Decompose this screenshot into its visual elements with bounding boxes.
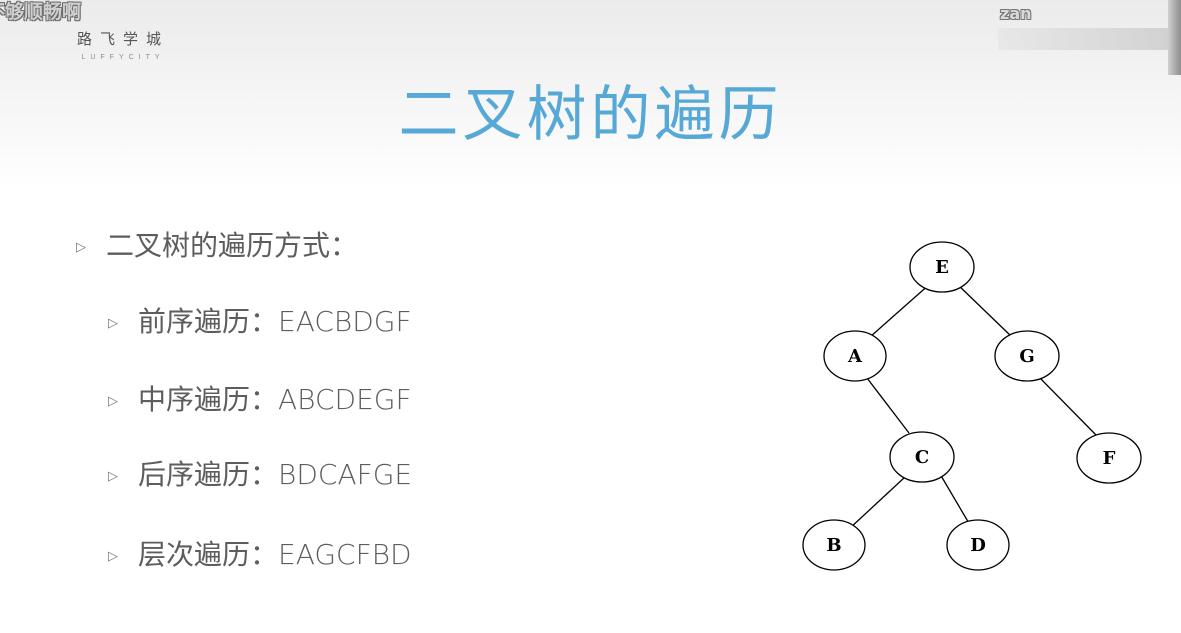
slide-title: 二叉树的遍历 (398, 80, 783, 150)
logo-english: LUFFYCITY (81, 54, 165, 61)
watermark-blur (998, 28, 1168, 50)
triangle-bullet-icon: ▷ (108, 548, 118, 564)
danmaku-overlay-text: 不够顺畅啊 (0, 1, 82, 23)
triangle-bullet-icon: ▷ (108, 315, 118, 331)
tree-node-label-a: A (847, 346, 863, 367)
tree-node-a (823, 330, 887, 382)
logo-chinese: 路飞学城 (76, 30, 169, 48)
triangle-bullet-icon: ▷ (76, 239, 86, 255)
triangle-bullet-icon: ▷ (108, 393, 118, 409)
tree-node-label-g: G (1019, 346, 1034, 367)
tree-node-d (946, 519, 1010, 571)
bullet-item-preorder: ▷ 前序遍历：EACBDGF (108, 300, 412, 340)
triangle-bullet-icon: ▷ (108, 468, 118, 484)
bullet-item-levelorder: ▷ 层次遍历：EAGCFBD (108, 533, 412, 573)
tree-node-label-d: D (970, 535, 986, 556)
window-edge-shade (1168, 0, 1181, 75)
tree-edge-a-c (866, 377, 910, 434)
tree-edge-e-a (869, 282, 932, 338)
tree-node-c (889, 431, 955, 483)
bullet-text: 层次遍历：EAGCFBD (138, 538, 412, 571)
bullet-text: 二叉树的遍历方式： (106, 229, 359, 262)
bullet-text: 后序遍历：BDCAFGE (138, 458, 413, 491)
bullet-text: 中序遍历：ABCDEGF (138, 383, 412, 416)
tree-node-e (909, 241, 975, 293)
tree-node-f (1076, 432, 1142, 484)
luffycity-logo: 路飞学城 LUFFYCITY (58, 28, 188, 61)
watermark-name: zan (1000, 4, 1032, 23)
tree-node-label-f: F (1103, 448, 1116, 469)
tree-node-label-e: E (935, 257, 949, 278)
bullet-item-postorder: ▷ 后序遍历：BDCAFGE (108, 453, 412, 493)
tree-edge-g-f (1035, 373, 1099, 438)
tree-edge-e-g (955, 282, 1013, 338)
binary-tree-diagram: E A G C F B D (738, 222, 1181, 576)
tree-edge-c-d (939, 473, 971, 526)
bullet-item-inorder: ▷ 中序遍历：ABCDEGF (108, 378, 412, 418)
tree-node-g (994, 330, 1060, 382)
tree-edge-c-b (848, 476, 906, 530)
bullet-text: 前序遍历：EACBDGF (138, 305, 412, 338)
tree-node-b (802, 519, 866, 571)
bullet-item-traversal-methods: ▷ 二叉树的遍历方式： (76, 224, 358, 264)
tree-node-label-c: C (915, 447, 929, 468)
slide-header-band (0, 0, 1181, 190)
tree-node-label-b: B (826, 535, 841, 556)
